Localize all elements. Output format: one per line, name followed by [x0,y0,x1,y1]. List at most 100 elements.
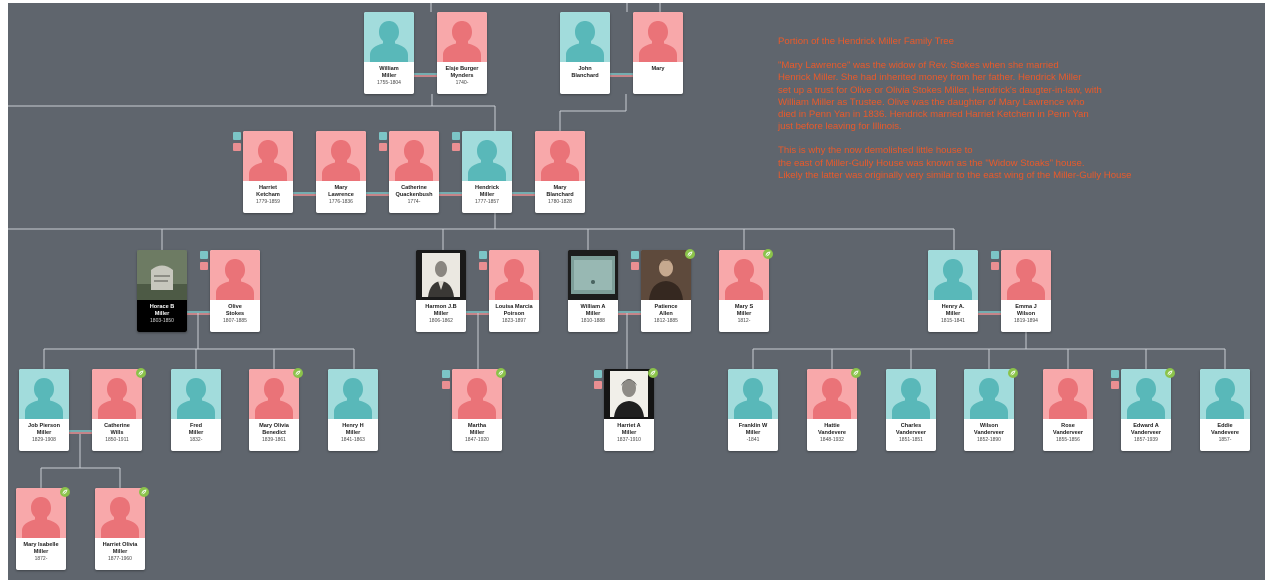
mother-toggle-icon[interactable] [200,262,208,270]
mother-toggle-icon[interactable] [479,262,487,270]
person-name: Emma J [1015,304,1037,310]
silhouette-icon [807,369,857,419]
person-dates: 1776-1836 [329,199,353,206]
hint-leaf-icon[interactable] [648,365,658,378]
hint-leaf-icon[interactable] [293,365,303,378]
person-name: Wilson [1016,310,1036,317]
father-toggle-icon[interactable] [594,370,602,378]
hint-leaf-icon[interactable] [1165,365,1175,378]
person-dates: 1857-1939 [1134,437,1158,444]
person-card-mary[interactable]: Mary [633,12,683,94]
person-name: Mynders [450,72,474,79]
mother-toggle-icon[interactable] [1111,381,1119,389]
father-toggle-icon[interactable] [1111,370,1119,378]
silhouette-icon [95,488,145,538]
hint-leaf-icon[interactable] [496,365,506,378]
mother-toggle-icon[interactable] [233,143,241,151]
silhouette-icon [389,131,439,181]
father-toggle-icon[interactable] [479,251,487,259]
person-name: Miller [381,72,397,79]
father-toggle-icon[interactable] [200,251,208,259]
hint-leaf-icon[interactable] [1008,365,1018,378]
mother-toggle-icon[interactable] [594,381,602,389]
hint-leaf-icon[interactable] [851,365,861,378]
person-name: Elsje Burger [445,66,479,72]
hint-leaf-icon[interactable] [763,246,773,259]
hint-leaf-icon[interactable] [60,484,70,497]
notes-line: William Miller as Trustee. Olive was the… [778,96,1085,108]
silhouette-icon [19,369,69,419]
father-toggle-icon[interactable] [991,251,999,259]
person-dates: 1857- [1218,437,1232,444]
silhouette-icon [249,369,299,419]
hint-leaf-icon[interactable] [139,484,149,497]
person-name: Miller [479,191,495,198]
mother-toggle-icon[interactable] [442,381,450,389]
person-name: Mary [651,66,665,72]
person-name: Vandevere [818,429,846,436]
person-photo [604,369,654,419]
hint-leaf-icon[interactable] [136,365,146,378]
hint-leaf-icon[interactable] [685,246,695,259]
notes-line: just before leaving for Illinois. [778,121,902,133]
silhouette-icon [243,131,293,181]
person-dates: 1779-1859 [256,199,280,206]
person-name: William A [580,304,606,310]
person-name: Miller [154,310,170,317]
mother-toggle-icon[interactable] [452,143,460,151]
father-toggle-icon[interactable] [631,251,639,259]
father-toggle-icon[interactable] [452,132,460,140]
person-name: Miller [585,310,601,317]
mother-toggle-icon[interactable] [379,143,387,151]
mother-toggle-icon[interactable] [631,262,639,270]
father-toggle-icon[interactable] [379,132,387,140]
father-toggle-icon[interactable] [233,132,241,140]
person-name: Mary [553,185,567,191]
mother-toggle-icon[interactable] [991,262,999,270]
person-dates: 1812- [737,318,751,325]
father-toggle-icon[interactable] [442,370,450,378]
person-dates: 1855-1856 [1056,437,1080,444]
person-name: Olive [228,304,242,310]
